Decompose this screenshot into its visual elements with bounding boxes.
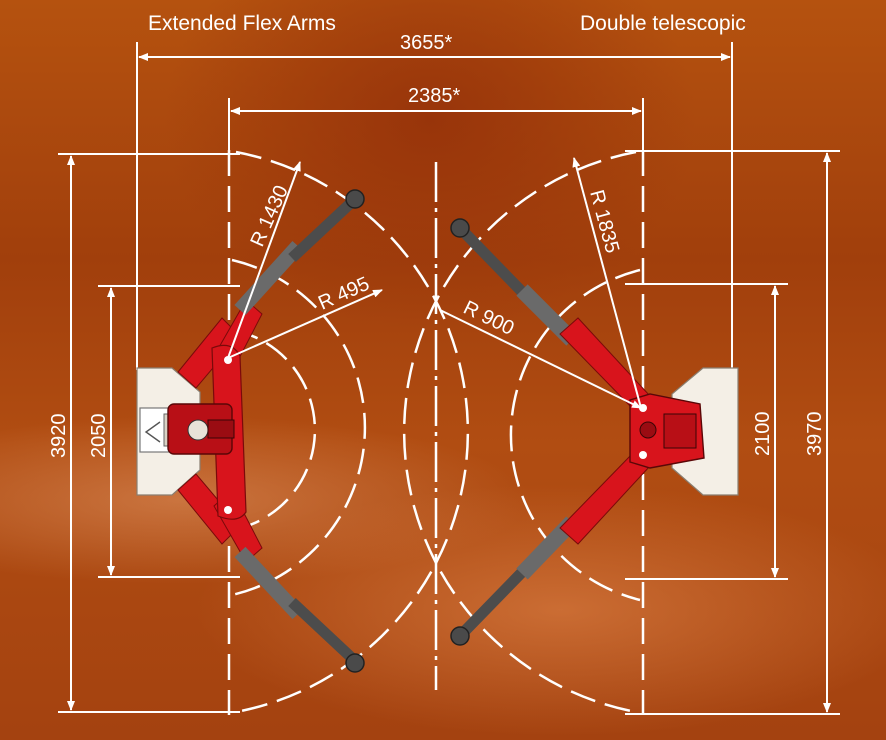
label-radius-left-outer: R 1430 <box>246 182 292 250</box>
arc-left-inner-radius <box>232 328 317 532</box>
header-extended-flex-arms: Extended Flex Arms <box>148 12 336 35</box>
dimension-inner-width: 2385* <box>228 85 644 150</box>
dimension-left-height: 3920 <box>48 153 240 713</box>
dimension-total-width: 3655* <box>136 32 733 370</box>
spider-crane-top-view-icon <box>136 189 365 673</box>
arc-right-mid-radius <box>509 268 641 602</box>
arc-left-mid-radius <box>231 258 367 597</box>
label-right-height: 3970 <box>804 412 826 457</box>
label-right-inner-height: 2100 <box>752 412 774 457</box>
label-total-width: 3655* <box>400 32 452 54</box>
header-double-telescopic: Double telescopic <box>580 12 746 35</box>
dimension-left-inner-height: 2050 <box>88 285 240 578</box>
spider-crane-top-view-icon <box>450 218 739 646</box>
label-left-inner-height: 2050 <box>88 414 110 459</box>
label-left-height: 3920 <box>48 414 70 459</box>
label-inner-width: 2385* <box>408 85 460 107</box>
dimension-right-inner-height: 2100 <box>625 283 788 580</box>
arc-right-outer-radius <box>402 150 637 714</box>
dimension-right-height: 3970 <box>625 150 840 715</box>
label-radius-left-inner: R 495 <box>315 273 373 315</box>
